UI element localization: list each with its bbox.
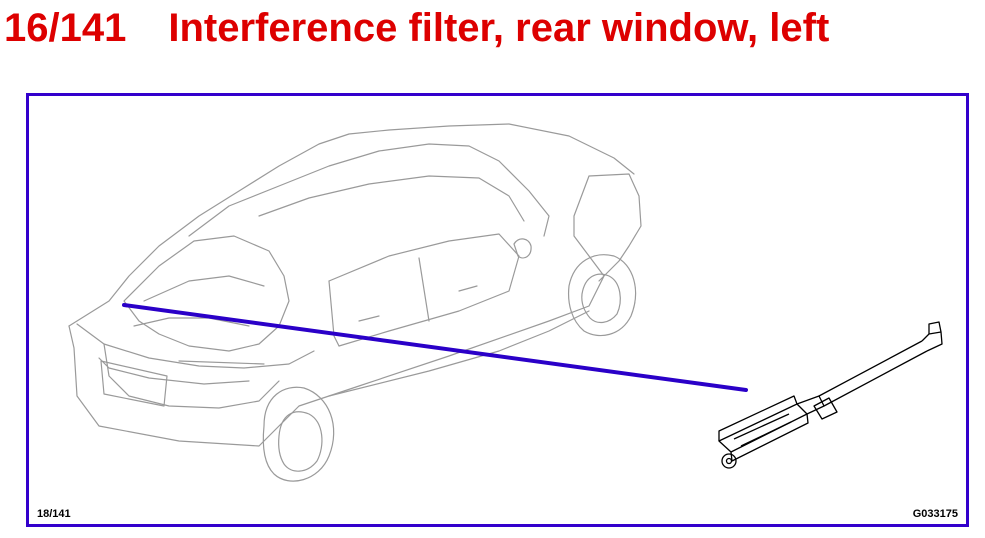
reference-number: 16/141	[4, 6, 127, 50]
figure-page-ref: 18/141	[37, 508, 71, 520]
component-title: Interference filter, rear window, left	[168, 6, 830, 50]
component-diagram	[68, 123, 943, 482]
page-title: 16/141 Interference filter, rear window, …	[4, 4, 829, 52]
pointer-line	[122, 303, 748, 392]
car-line-drawing	[68, 123, 642, 482]
interference-filter-drawing	[718, 321, 943, 469]
illustration-frame: 18/141 G033175	[26, 93, 969, 527]
figure-code: G033175	[912, 508, 958, 520]
